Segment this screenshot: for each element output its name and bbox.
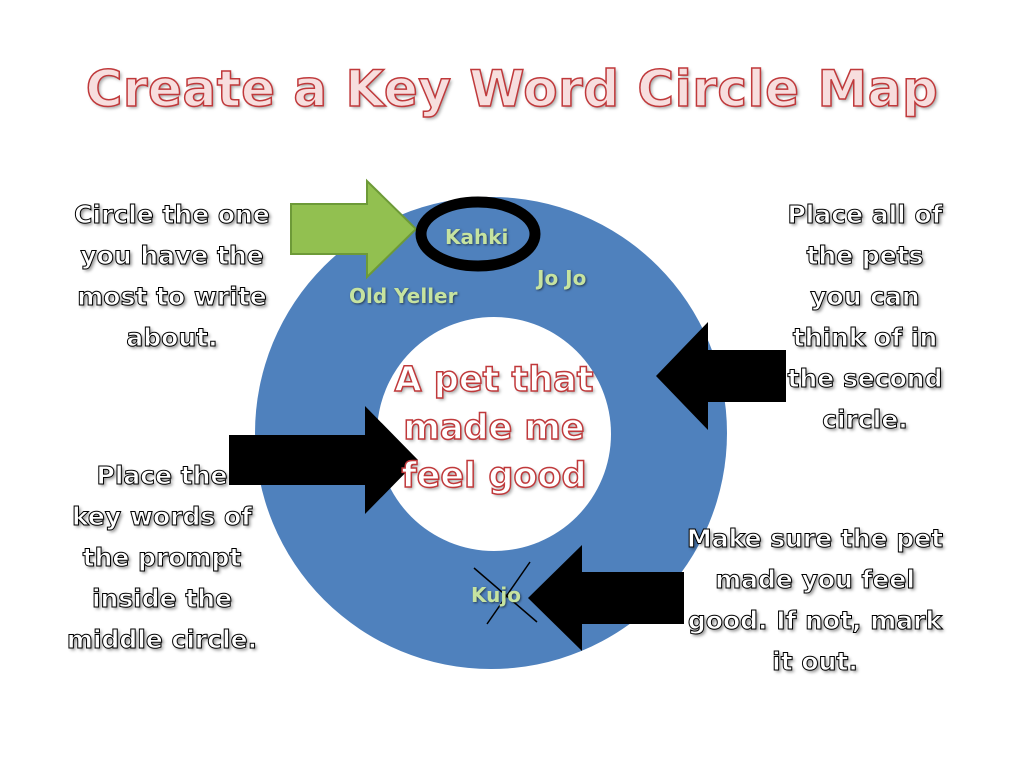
note-line: the second	[787, 364, 943, 394]
note-line: Circle the one	[74, 200, 271, 230]
note-line: you can	[810, 282, 920, 312]
pet-label-old-yeller: Old Yeller	[349, 284, 458, 308]
black-arrow-left	[229, 406, 418, 514]
green-arrow	[290, 178, 418, 280]
inner-circle	[377, 317, 611, 551]
instruction-circle-one: Circle the one you have the most to writ…	[62, 194, 282, 358]
pet-label-kujo: Kujo	[471, 583, 521, 607]
note-line: good. If not, mark	[687, 606, 943, 636]
note-line: Place all of	[787, 200, 943, 230]
pet-label-kahki: Kahki	[445, 225, 509, 249]
kahki-circle-mark	[415, 196, 541, 272]
pet-label-jojo: Jo Jo	[537, 266, 587, 290]
note-line: circle.	[822, 405, 909, 435]
note-line: think of in	[792, 323, 938, 353]
note-line: inside the	[91, 584, 233, 614]
prompt-line: feel good	[401, 455, 588, 497]
note-line: Place the	[96, 461, 228, 491]
note-line: the prompt	[82, 543, 242, 573]
slide-title: Create a Key Word Circle Map	[85, 59, 939, 119]
instruction-mark-out: Make sure the pet made you feel good. If…	[676, 518, 954, 682]
note-line: most to write	[77, 282, 268, 312]
note-line: middle circle.	[66, 625, 258, 655]
note-line: key words of	[71, 502, 253, 532]
note-line: it out.	[772, 647, 859, 677]
note-line: you have the	[80, 241, 264, 271]
kujo-cross-line-2	[486, 561, 531, 625]
black-arrow-right	[656, 322, 786, 430]
kujo-cross-line-1	[473, 567, 538, 623]
prompt-key-words: A pet that made me feel good	[384, 356, 604, 500]
note-line: Make sure the pet	[686, 524, 944, 554]
note-line: the pets	[806, 241, 924, 271]
black-arrow-bottom	[528, 545, 684, 651]
prompt-line: A pet that	[394, 359, 594, 401]
prompt-line: made me	[403, 407, 586, 449]
note-line: about.	[126, 323, 218, 353]
note-line: made you feel	[715, 565, 916, 595]
instruction-place-pets: Place all of the pets you can think of i…	[770, 194, 960, 440]
instruction-key-words: Place the key words of the prompt inside…	[52, 455, 272, 660]
